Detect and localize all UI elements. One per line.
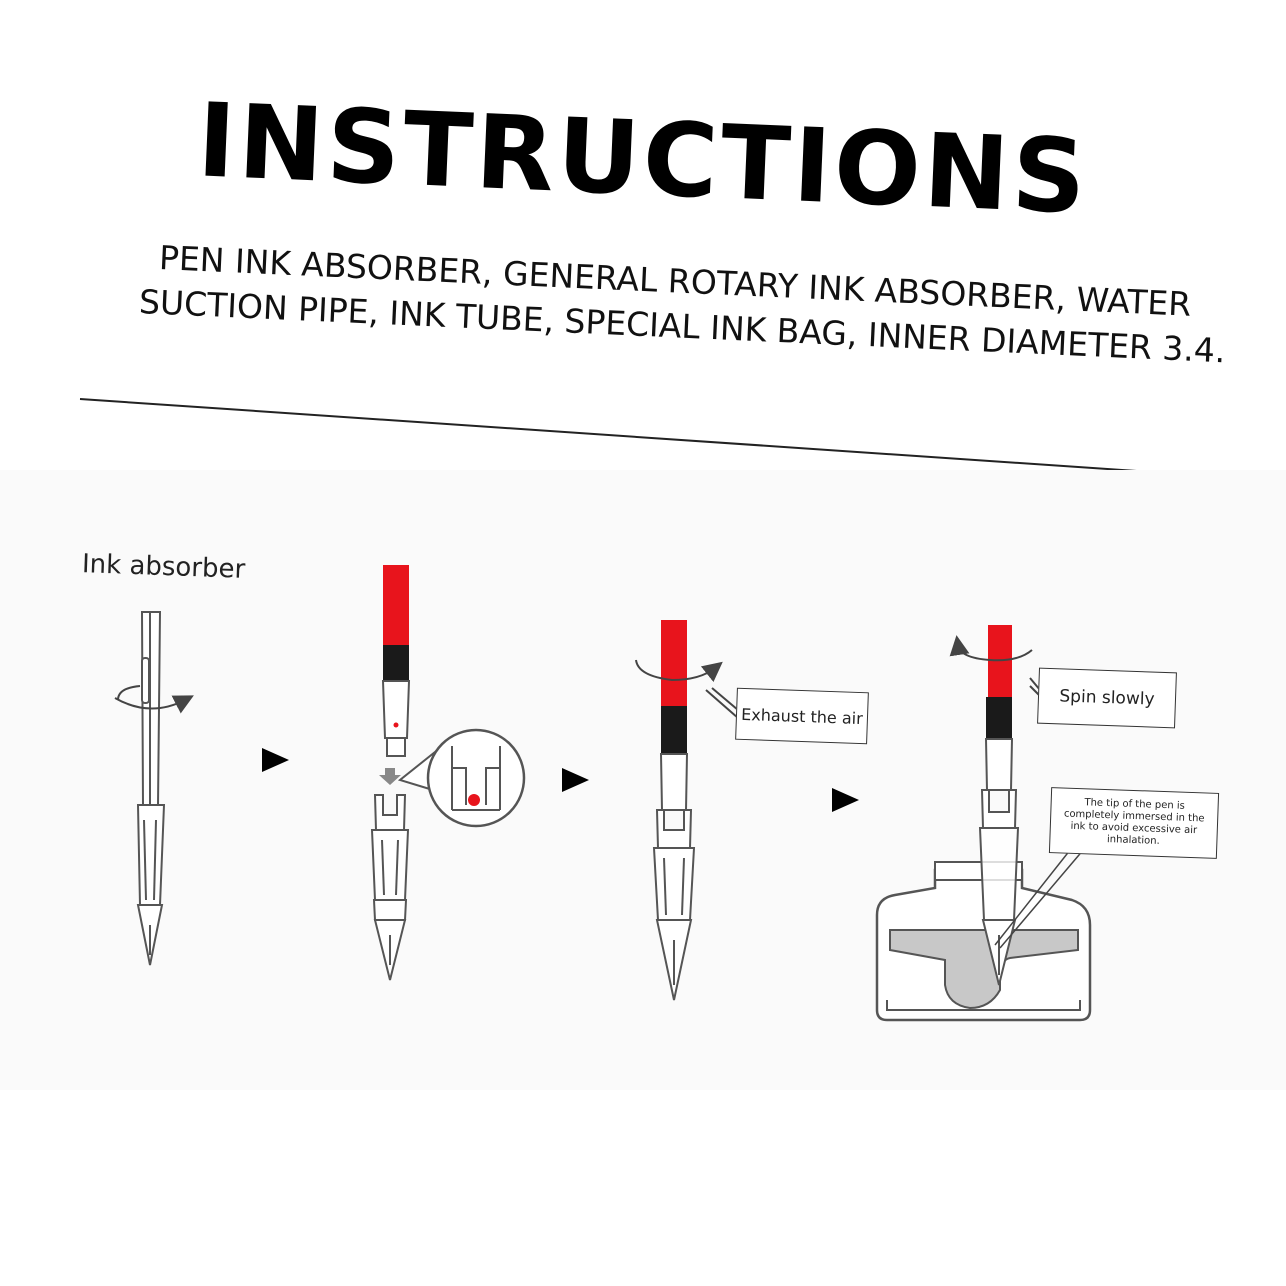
step4-pen [978,625,1020,986]
magnifier-circle-icon [397,728,526,828]
immersion-note-callout: The tip of the pen is completely immerse… [1048,787,1220,859]
step2-converter [381,565,411,757]
step3-pen [652,620,696,1001]
arrow-right-icon [832,788,859,812]
rotate-arrow-icon [635,659,723,683]
step4-bottle [875,861,1092,1022]
arrow-right-icon [562,768,589,792]
rotate-arrow-icon [949,635,1033,662]
rotate-arrow-icon [114,695,194,714]
exhaust-air-callout: Exhaust the air [735,687,869,745]
spin-slowly-callout: Spin slowly [1037,667,1177,729]
step2-pen [370,794,410,981]
arrow-right-icon [262,748,289,772]
ink-absorber-label: Ink absorber [81,549,246,585]
arrow-down-icon [379,768,401,785]
step1-pen [136,611,166,966]
